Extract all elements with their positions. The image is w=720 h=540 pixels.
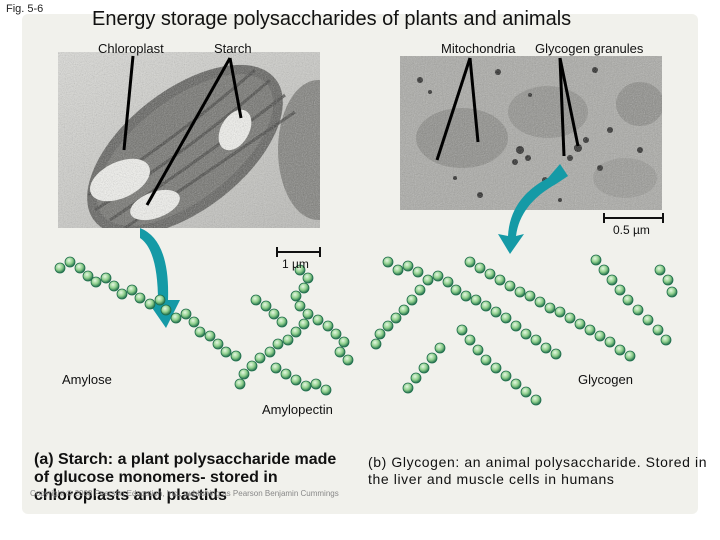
amylopectin-chain (234, 264, 354, 396)
caption-starch: (a) Starch: a plant polysaccharide made … (34, 451, 337, 504)
scale-label-right: 0.5 µm (613, 223, 650, 237)
label-glycogen-granules: Glycogen granules (535, 41, 644, 56)
chloroplast-micrograph (58, 52, 320, 228)
amylose-chain (54, 256, 242, 362)
label-chloroplast: Chloroplast (98, 41, 164, 56)
scale-bars (276, 213, 664, 257)
label-amylopectin: Amylopectin (262, 402, 333, 417)
page-title: Energy storage polysaccharides of plants… (92, 8, 572, 30)
label-mitochondria: Mitochondria (441, 41, 516, 56)
leader-lines (122, 55, 580, 206)
copyright-notice: Copyright © 2008 Pearson Education, Inc.… (30, 489, 339, 498)
scale-label-left: 1 µm (282, 257, 309, 271)
label-amylose: Amylose (62, 372, 112, 387)
label-starch: Starch (214, 41, 252, 56)
liver-micrograph (400, 56, 662, 210)
figure-number: Fig. 5-6 (6, 3, 44, 15)
label-glycogen: Glycogen (578, 372, 633, 387)
glycogen-chain (370, 254, 678, 406)
caption-glycogen: (b) Glycogen: an animal polysaccharide. … (368, 454, 708, 487)
